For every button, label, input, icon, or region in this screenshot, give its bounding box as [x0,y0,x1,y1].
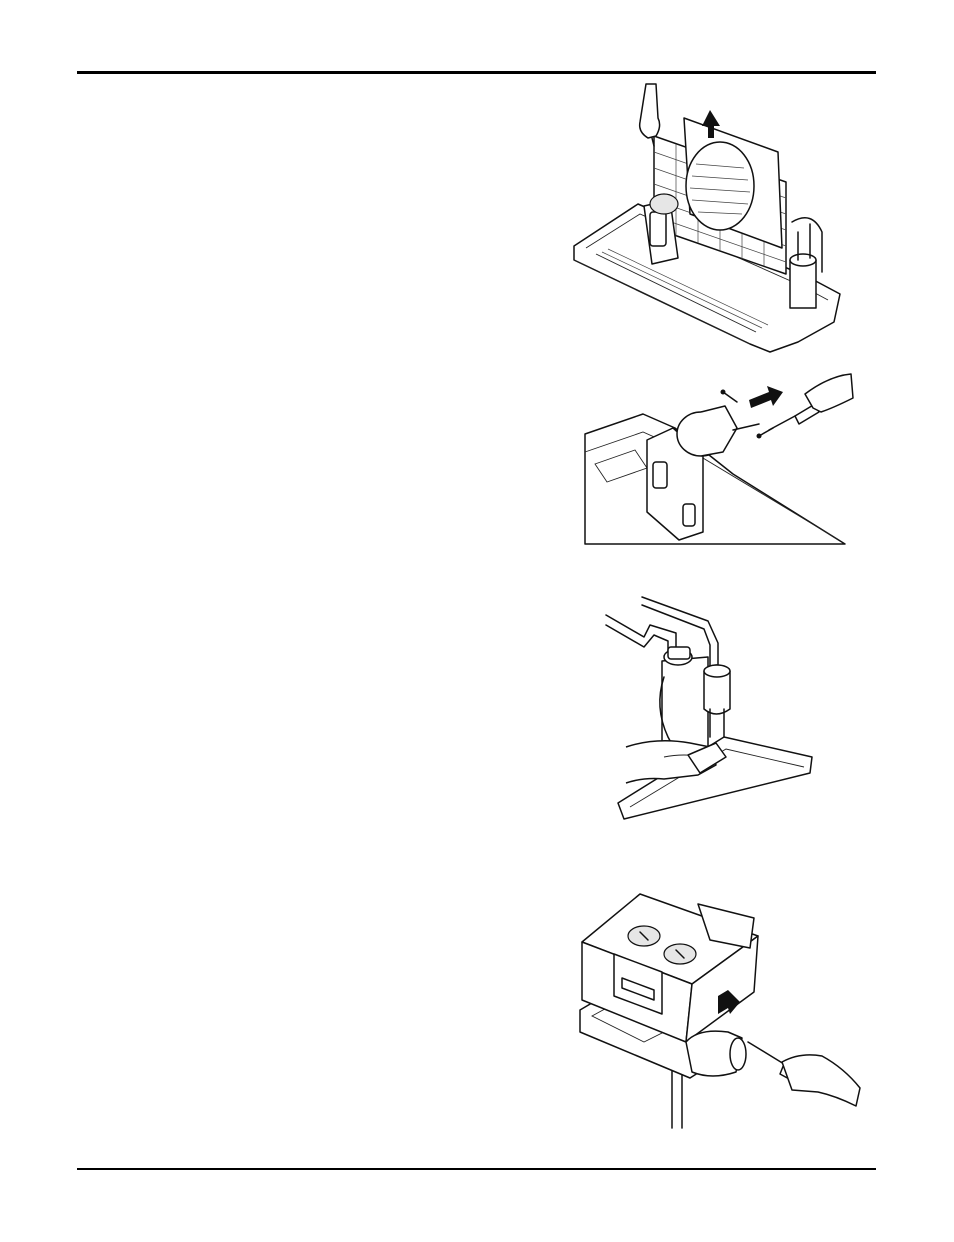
fan-motor-screwdriver-illustration [583,372,855,548]
footer-rule [77,1168,876,1170]
condenser-lift-illustration [572,82,848,358]
compressor-pipe-illustration [604,597,818,821]
control-box-screwdriver-illustration [578,892,862,1128]
header-rule [77,71,876,74]
